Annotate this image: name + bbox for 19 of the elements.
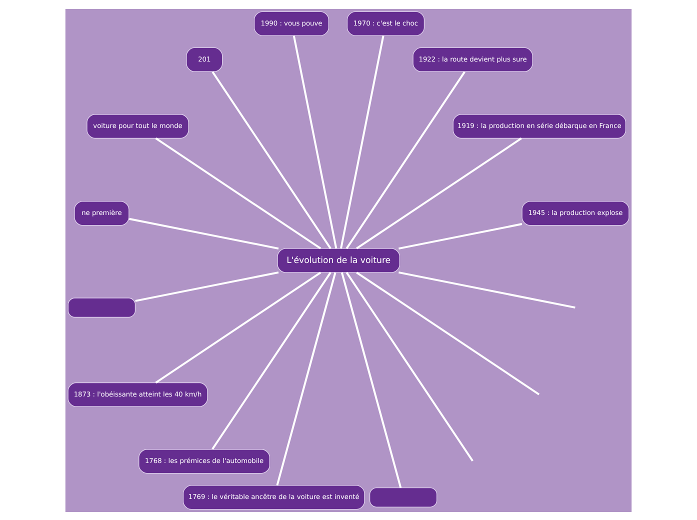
connector	[212, 70, 332, 249]
connector	[276, 272, 336, 486]
node-box: L'évolution de la voiture	[277, 248, 400, 272]
connector	[398, 270, 576, 308]
connector	[346, 70, 466, 249]
connector	[340, 272, 402, 488]
node-box	[369, 486, 438, 507]
node-box	[68, 297, 136, 318]
connector	[155, 137, 322, 249]
connector	[356, 271, 540, 395]
connector	[356, 137, 522, 249]
connector	[129, 217, 279, 250]
connector	[212, 271, 332, 450]
connector	[398, 222, 522, 250]
connector	[340, 34, 384, 248]
connector	[292, 34, 338, 248]
connector	[135, 270, 279, 302]
connector	[346, 271, 474, 461]
connector	[155, 271, 322, 383]
